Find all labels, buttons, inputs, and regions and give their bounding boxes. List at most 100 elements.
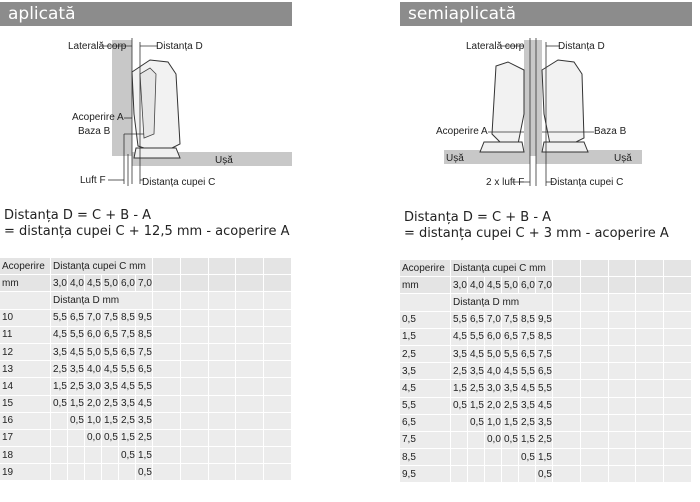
distance-cell: 5,5 [450,311,468,329]
empty-cell [635,379,665,398]
empty-cell [235,360,265,379]
distance-cell: 3,5 [501,379,519,398]
empty-cell [580,397,609,415]
empty-cell [580,431,609,450]
empty-cell [180,412,209,430]
table-header-row: Acoperire Distanța cupei C mm [0,258,292,276]
section-title: semiaplicată [408,4,517,24]
empty-cell [580,311,609,329]
empty-cell [552,448,581,467]
empty-cell [263,377,292,396]
distance-cell: 4,0 [84,360,102,379]
hinge-diagram: Laterală corp Distanța D Acoperire A Baz… [400,34,692,194]
header-mm: mm [400,276,451,295]
hinge-cup [133,147,181,159]
empty-cell [208,429,237,448]
distance-cell [501,465,519,484]
acoperire-cell: 13 [0,360,51,379]
distance-cell: 6,5 [518,345,536,364]
formula-line-2: = distanța cupei C + 3 mm - acoperire A [404,226,669,241]
distance-cell: 2,5 [501,397,519,415]
distance-cell: 0,5 [467,414,485,432]
formula-line-1: Distanța D = C + B - A [404,210,552,225]
label-usa-left: Ușă [446,153,464,164]
distance-cell: 1,5 [101,412,119,430]
acoperire-cell: 16 [0,412,51,430]
label-usa-right: Ușă [614,153,632,164]
empty-cell [235,309,265,327]
distance-cell: 4,5 [450,328,468,346]
cupa-value: 5,0 [101,274,119,293]
acoperire-cell: 17 [0,429,51,448]
empty-cell [663,311,692,329]
empty-cell [180,343,209,362]
empty-cell [263,309,292,327]
empty-cell [180,446,209,465]
empty-cell [152,412,181,430]
cupa-value: 3,0 [450,276,468,295]
distance-cell [518,465,536,484]
empty-cell [552,431,581,450]
label-distanta-d: Distanța D [156,41,203,52]
acoperire-cell: 7,5 [400,431,451,450]
distance-cell: 6,5 [101,326,119,344]
empty-cell [552,465,581,484]
empty-cell [208,377,237,396]
empty-cell [552,379,581,398]
label-distanta-cupei: Distanța cupei C [142,177,215,188]
empty-cell [263,446,292,465]
distance-cell [50,412,68,430]
distance-cell [118,463,136,482]
empty-cell [663,448,692,467]
distance-cell [50,429,68,448]
distance-cell: 2,5 [50,360,68,379]
empty-cell [552,397,581,415]
empty-cell [635,414,665,432]
empty-cell [635,311,665,329]
distance-cell: 5,5 [467,328,485,346]
hinge-cup-left [479,141,525,153]
empty-cell [608,362,637,381]
distance-cell: 4,5 [67,343,85,362]
empty-cell [580,328,609,346]
distance-cell [484,448,502,467]
distance-cell: 0,0 [484,431,502,450]
hinge-cup-right [541,141,589,153]
table-header-row: mm 3,0 4,0 4,5 5,0 6,0 7,0 [0,274,292,293]
empty-cell [152,463,181,482]
empty-cell [663,465,692,484]
distance-cell: 3,5 [101,377,119,396]
empty-cell [580,345,609,364]
section-title: aplicată [8,4,76,24]
empty-cell [263,412,292,430]
distance-cell: 3,0 [84,377,102,396]
empty-cell [635,431,665,450]
cupa-value: 6,0 [518,276,536,295]
distance-cell [84,446,102,465]
distance-cell [450,431,468,450]
distance-cell: 3,5 [535,414,553,432]
acoperire-cell: 1,5 [400,328,451,346]
distance-cell: 3,5 [67,360,85,379]
distance-cell [467,448,485,467]
distance-cell: 2,0 [84,395,102,413]
distance-cell: 5,5 [501,345,519,364]
acoperire-cell: 9,5 [400,465,451,484]
distance-table: Acoperire Distanța cupei C mm mm 3,0 4,0… [400,260,692,484]
panel-semiaplicata: semiaplicată Laterală corp Di [400,0,692,502]
formula-line-1: Distanța D = C + B - A [4,208,152,223]
table-subheader-row: Distanța D mm [0,291,292,310]
distance-cell [67,463,85,482]
empty-cell [208,309,237,327]
empty-cell [608,448,637,467]
distance-cell: 7,5 [101,309,119,327]
distance-cell: 5,5 [67,326,85,344]
